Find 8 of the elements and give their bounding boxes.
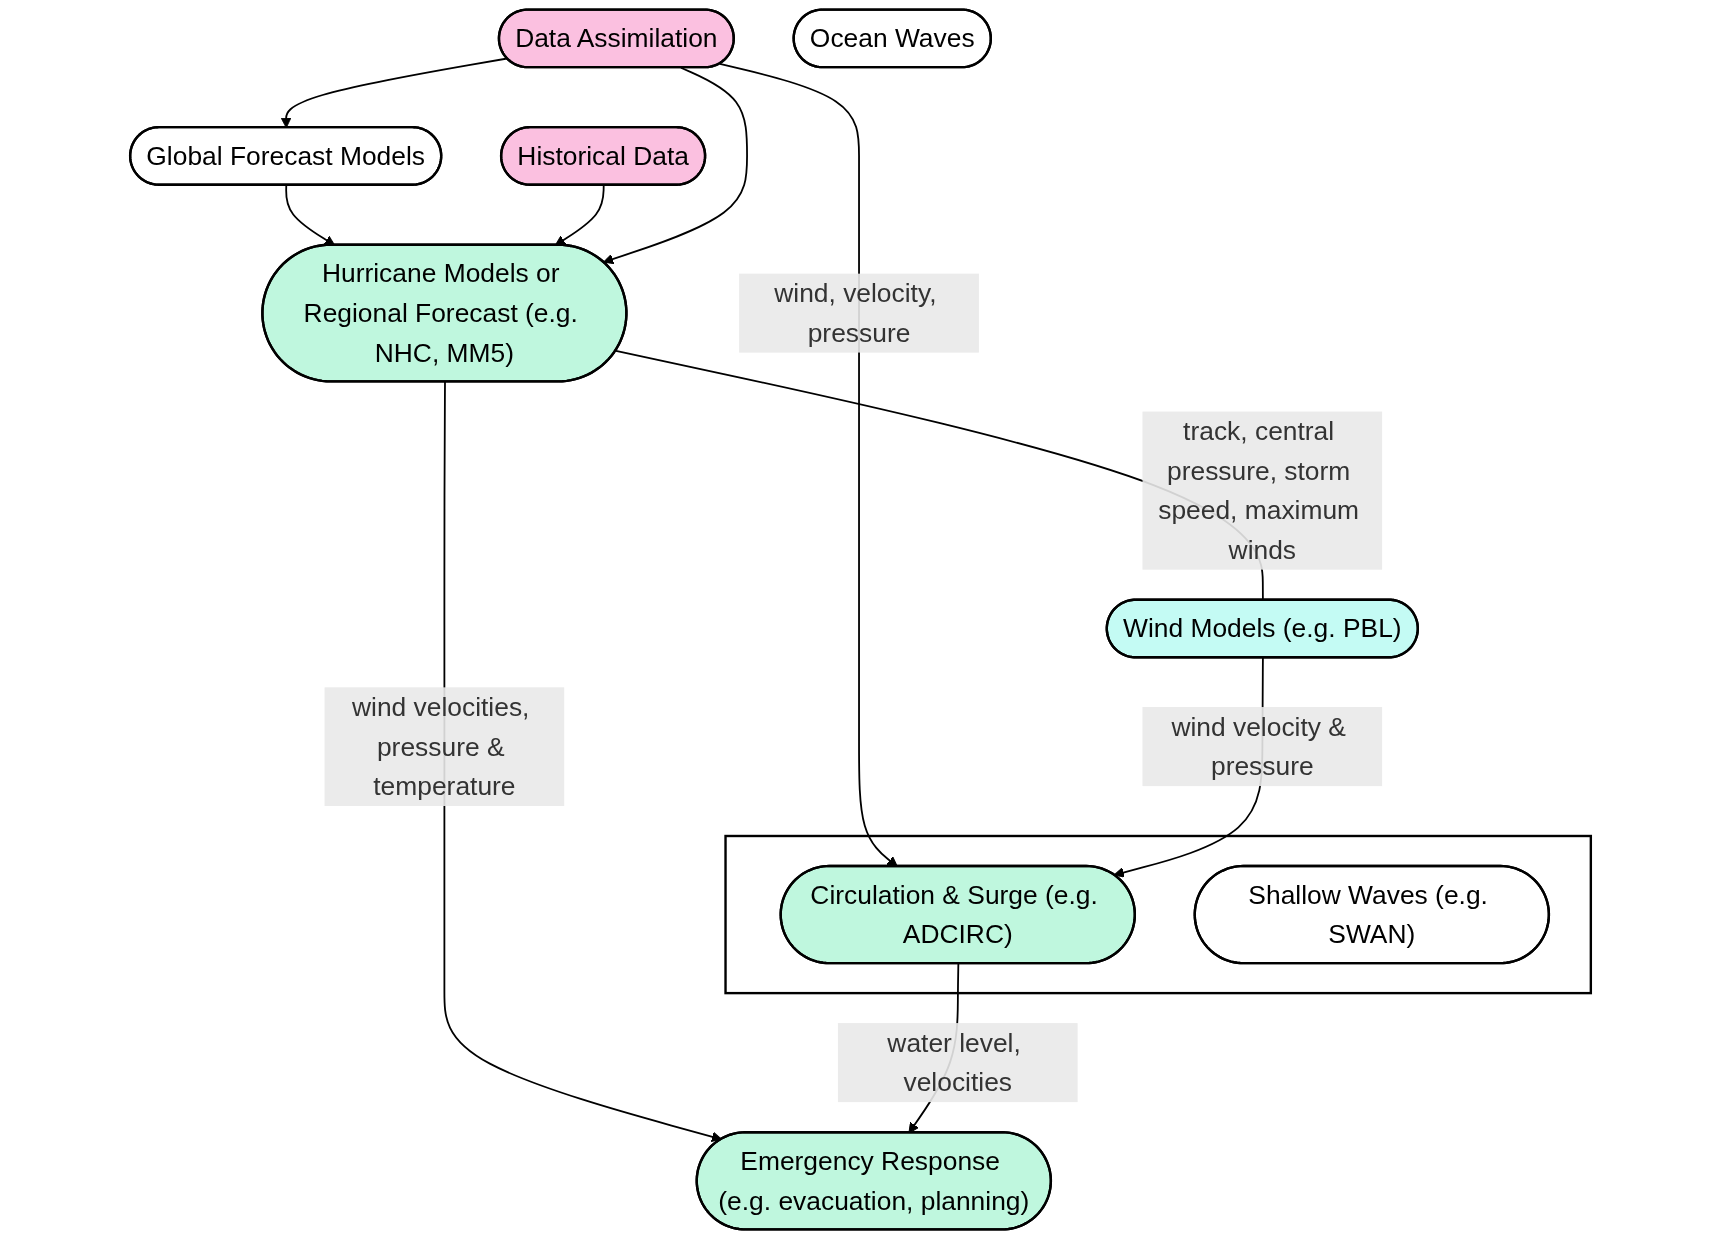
arrow <box>285 184 336 246</box>
edge-label: wind, velocity, pressure <box>774 278 937 348</box>
edge-label: wind velocities, pressure & temperature <box>351 692 530 802</box>
edge-label: track, central pressure, storm speed, maximum winds <box>1158 416 1360 565</box>
edge-label: water level, velocities <box>887 1027 1021 1098</box>
arrow <box>554 184 605 246</box>
edge-label: wind velocity & pressure <box>1171 711 1346 782</box>
cluster <box>724 834 1593 995</box>
